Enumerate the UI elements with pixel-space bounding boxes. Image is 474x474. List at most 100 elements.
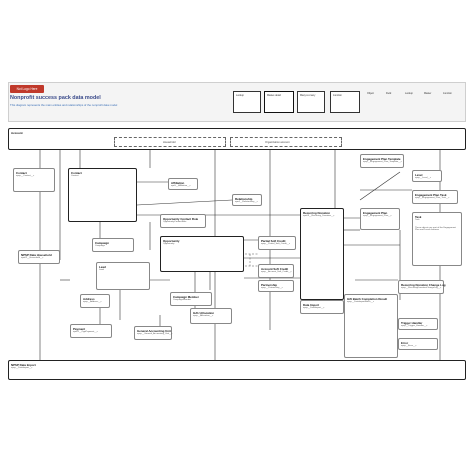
entity-api-name: npsp__Contact__c [16,174,35,177]
legend-col-lookup: Lookup [405,92,413,95]
entity-api-name: npsp__Allocation__c [193,314,214,317]
logo-tag: Not Logo Here [10,85,44,93]
legend-col-master: Master [424,92,432,95]
entity-level[interactable]: Level npsp__Level__c [412,170,442,182]
entity-api-name: npe4__Relationship__c [235,200,258,203]
entity-title: GAU Allocation [193,310,215,315]
entity-api-name: npe03__Recurring_Donation__c [303,214,335,217]
entity-title: Affiliation [171,180,185,185]
legend-col-junction: Junction [443,92,452,95]
entity-api-name: CampaignMember [173,298,191,301]
entity-title: Opportunity [163,238,180,243]
entity-api-name: npsp__General_Accounting_Unit__c [137,332,173,335]
page-subtitle: This diagram represents the main entitie… [10,103,118,107]
entity-affiliation[interactable]: Affiliation npe5__Affiliation__c [168,178,198,190]
account-bar-title: Account [11,130,23,135]
entity-title: General Accounting Unit [137,328,171,333]
entity-address[interactable]: Address npsp__Address__c [80,294,110,308]
entity-engagement-plan[interactable]: Engagement Plan npsp__Engagement_Plan__c [360,208,400,230]
entity-gift-batch[interactable]: Gift Batch Completion Result npsp__DataI… [344,294,398,358]
entity-title: Engagement Plan [363,210,388,215]
entity-error[interactable]: Error npsp__Error__c [398,338,438,350]
legend-col-object: Object [367,92,374,95]
entity-recurring-donation[interactable]: Recurring Donation npe03__Recurring_Dona… [300,208,344,300]
npsp-data-import-bar[interactable]: NPSP Data Import npsp__DataImport__c [8,360,466,380]
entity-title: Opportunity Contact Role [163,216,199,221]
organization-group: Organization account [230,137,342,147]
entity-title: Lead [99,264,106,269]
task-note: These objects are part of the Engagement… [415,227,456,231]
entity-title: Partial Soft Credit [261,238,286,243]
legend-many-box: Many-to-many [297,91,325,113]
entity-api-name: npsp__Level__c [415,176,431,179]
entity-task[interactable]: Task Task These objects are part of the … [412,212,462,266]
entity-recurring-schedule[interactable]: Recurring Donation Change Log npsp__Recu… [398,280,446,294]
entity-api-name: Campaign [95,244,105,247]
entity-api-name: npsp__Error__c [401,344,417,347]
entity-opportunity[interactable]: Opportunity Opportunity [160,236,244,272]
entity-opp-contact-role[interactable]: Opportunity Contact Role OpportunityCont… [160,214,206,228]
entity-contact-main[interactable]: Contact Contact [68,168,137,222]
entity-trigger-handler[interactable]: Trigger Handler npsp__Trigger_Handler__c [398,318,438,330]
entity-title: Gift Batch Completion Result [347,296,388,301]
entity-api-name: npe01__OppPayment__c [73,330,98,333]
entity-campaign[interactable]: Campaign Campaign [92,238,134,252]
entity-title: Recurring Donation [303,210,330,215]
legend-many-label: Many-to-many [300,94,316,97]
legend-table: Object Field Lookup Master Junction [367,92,463,114]
account-bar[interactable]: Account [8,128,466,150]
entity-account-soft-credit[interactable]: Account Soft Credit npsp__Account_Soft_C… [258,264,294,278]
entity-api-name: npo02__Household__c [21,256,44,259]
legend-col-field: Field [386,92,392,95]
entity-title: NPSP Data Household [21,252,52,257]
entity-soft-credit[interactable]: Partial Soft Credit npsp__Partial_Soft_C… [258,236,296,250]
entity-api-name: npsp__Partial_Soft_Credit__c [261,242,291,245]
entity-title: Engagement Plan Template [363,156,401,161]
entity-title: Level [415,172,423,177]
entity-api-name: Task [415,218,420,221]
entity-title: Relationship [235,196,253,201]
entity-general-accounting[interactable]: General Accounting Unit npsp__General_Ac… [134,326,173,340]
entity-title: Contact [71,170,82,175]
entity-title: Campaign [95,240,109,245]
entity-title: Task [415,214,422,219]
organization-group-label: Organization account [265,141,290,144]
entity-partnership[interactable]: Partnership npsp__Partnership__c [258,280,294,292]
entity-api-name: npsp__Engagement_Plan_Task__c [415,196,450,199]
entity-title: Contact [16,170,27,175]
entity-engagement-task[interactable]: Engagement Plan Task npsp__Engagement_Pl… [412,190,458,204]
entity-title: Account Soft Credit [261,266,289,271]
entity-relationship[interactable]: Relationship npe4__Relationship__c [232,194,262,206]
entity-api-name: npsp__Address__c [83,300,102,303]
entity-title: Error [401,340,409,345]
legend-lookup-label: Lookup [236,94,244,97]
entity-lead[interactable]: Lead Lead [96,262,150,290]
entity-api-name: npsp__DataImportBatch__c [347,300,375,303]
entity-api-name: npsp__Partnership__c [261,286,283,289]
entity-api-name: npsp__DataImport__c [11,366,33,369]
entity-campaign-member[interactable]: Campaign Member CampaignMember [170,292,212,306]
entity-gau-allocation[interactable]: GAU Allocation npsp__Allocation__c [190,308,232,324]
entity-contact-left[interactable]: Contact npsp__Contact__c [13,168,55,192]
legend-junction-box: Junction [330,91,360,113]
entity-api-name: npsp__RecurringDonationChangeLog__c [401,286,442,289]
entity-title: Recurring Donation Change Log [401,282,446,287]
legend-master-detail-label: Master-detail [267,94,281,97]
page-title: Nonprofit success pack data model [10,95,101,101]
entity-title: Partnership [261,282,278,287]
entity-api-name: npsp__DataImport__c [303,306,325,309]
entity-api-name: npe5__Affiliation__c [171,184,191,187]
entity-api-name: npsp__Trigger_Handler__c [401,324,428,327]
entity-api-name: Opportunity [163,242,175,245]
entity-data-import[interactable]: Data Import npsp__DataImport__c [300,300,344,314]
entity-api-name: npsp__Account_Soft_Credit__c [261,270,292,273]
entity-title: Trigger Handler [401,320,423,325]
entity-nps-household[interactable]: NPSP Data Household npo02__Household__c [18,250,60,264]
entity-payment[interactable]: Payment npe01__OppPayment__c [70,324,112,338]
entity-api-name: npsp__Engagement_Plan_Template__c [363,160,402,163]
entity-title: NPSP Data Import [11,362,36,367]
entity-title: Data Import [303,302,320,307]
entity-title: Campaign Member [173,294,199,299]
entity-engagement-template[interactable]: Engagement Plan Template npsp__Engagemen… [360,154,404,168]
legend-lookup-box: Lookup [233,91,261,113]
